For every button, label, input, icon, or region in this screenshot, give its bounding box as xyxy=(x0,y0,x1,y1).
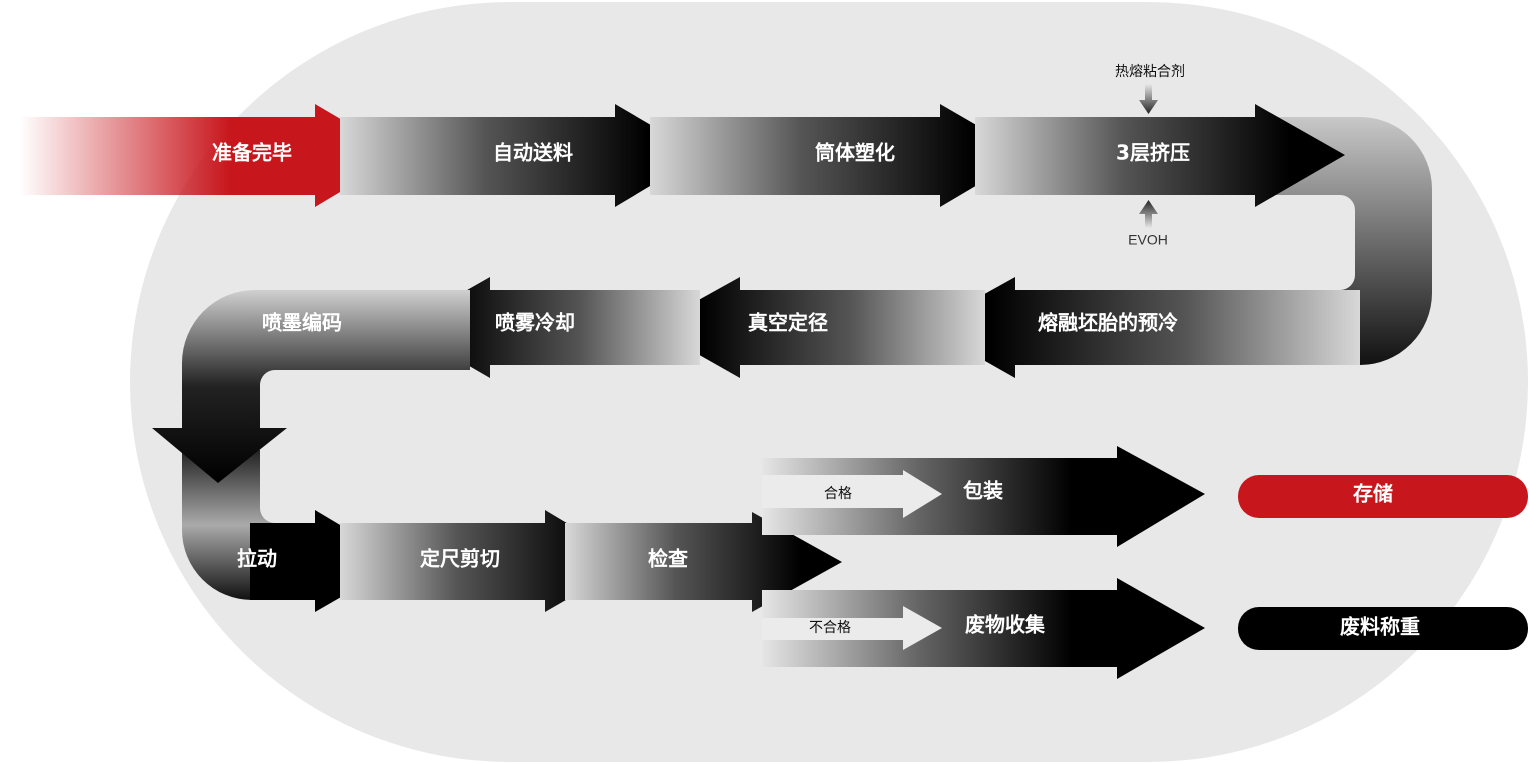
up-arrow-icon xyxy=(1139,200,1158,228)
label-waste-weigh: 废料称重 xyxy=(1340,615,1420,639)
arrow-vacuum-size xyxy=(650,277,985,378)
arrow-auto-feed xyxy=(340,104,702,207)
label-auto-feed: 自动送料 xyxy=(493,141,573,165)
pass-arrow xyxy=(762,470,942,518)
label-evoh: EVOH xyxy=(1128,232,1168,248)
waste-weigh-pill xyxy=(1238,607,1528,650)
label-waste: 废物收集 xyxy=(965,613,1046,637)
arrow-package xyxy=(762,446,1205,547)
arrow-precool xyxy=(925,277,1360,378)
arrow-pull xyxy=(250,510,402,612)
label-tube-plasticize: 筒体塑化 xyxy=(815,141,895,165)
label-fail: 不合格 xyxy=(809,620,851,636)
label-cut: 定尺剪切 xyxy=(420,547,500,571)
arrow-ready xyxy=(20,104,402,207)
label-inkjet: 喷墨编码 xyxy=(262,311,342,335)
label-inspect: 检查 xyxy=(648,547,688,571)
fail-arrow xyxy=(762,606,942,650)
label-extrude: 3层挤压 xyxy=(1116,141,1190,165)
label-spray-cool: 喷雾冷却 xyxy=(495,311,575,335)
arrow-inspect xyxy=(565,512,842,612)
label-hotmelt: 热熔粘合剂 xyxy=(1115,64,1185,80)
arrow-tube-plasticize xyxy=(650,104,1028,207)
arrow-waste xyxy=(762,578,1205,679)
down-arrow-icon xyxy=(1139,84,1158,114)
arrow-extrude xyxy=(975,104,1345,207)
label-package: 包装 xyxy=(963,479,1003,503)
label-storage: 存储 xyxy=(1353,482,1393,506)
label-pass: 合格 xyxy=(824,486,852,502)
label-vacuum-size: 真空定径 xyxy=(748,311,828,335)
storage-pill xyxy=(1238,475,1528,518)
arrow-spray-cool xyxy=(402,277,700,378)
arrow-cut xyxy=(340,510,632,612)
arrow-inkjet xyxy=(152,290,470,483)
label-precool: 熔融坯胎的预冷 xyxy=(1038,311,1178,335)
label-pull: 拉动 xyxy=(237,547,277,571)
label-ready: 准备完毕 xyxy=(212,141,292,165)
